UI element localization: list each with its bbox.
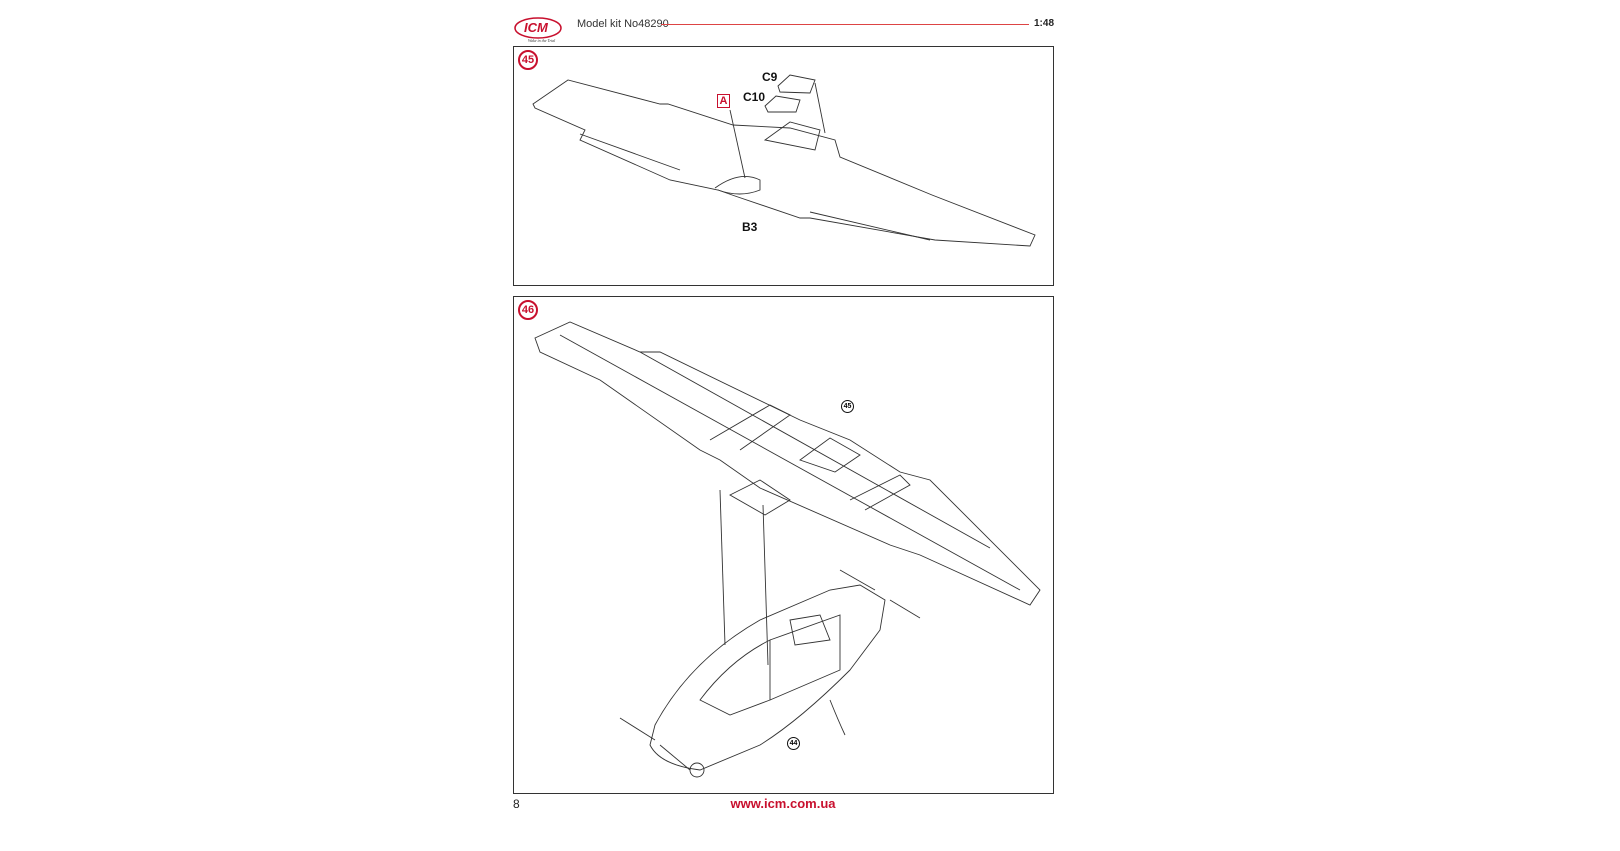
icm-logo: ICM Wake in the Trial (514, 17, 562, 43)
header-divider (661, 24, 1029, 25)
part-label-c10: C10 (743, 90, 766, 104)
step-number-45: 45 (518, 50, 538, 70)
part-label-b3: B3 (742, 220, 758, 234)
step-number-46: 46 (518, 300, 538, 320)
step-ref-45: 45 (841, 400, 854, 413)
step-45-wing-drawing (532, 74, 1036, 247)
svg-text:ICM: ICM (524, 20, 549, 35)
svg-text:Wake in the Trial: Wake in the Trial (528, 38, 556, 43)
kit-number: Model kit No48290 (577, 18, 669, 30)
step-45-panel (513, 46, 1054, 286)
step-46-wing-drawing (534, 321, 1041, 606)
step-46-panel (513, 296, 1054, 794)
step-ref-44: 44 (787, 737, 800, 750)
glue-marker-a: A (717, 94, 730, 108)
page-number: 8 (513, 797, 520, 811)
part-label-c9: C9 (762, 70, 778, 84)
website-link[interactable]: www.icm.com.ua (730, 796, 836, 811)
scale-label: 1:48 (1034, 18, 1055, 29)
step-46-fuselage-drawing (619, 489, 921, 778)
